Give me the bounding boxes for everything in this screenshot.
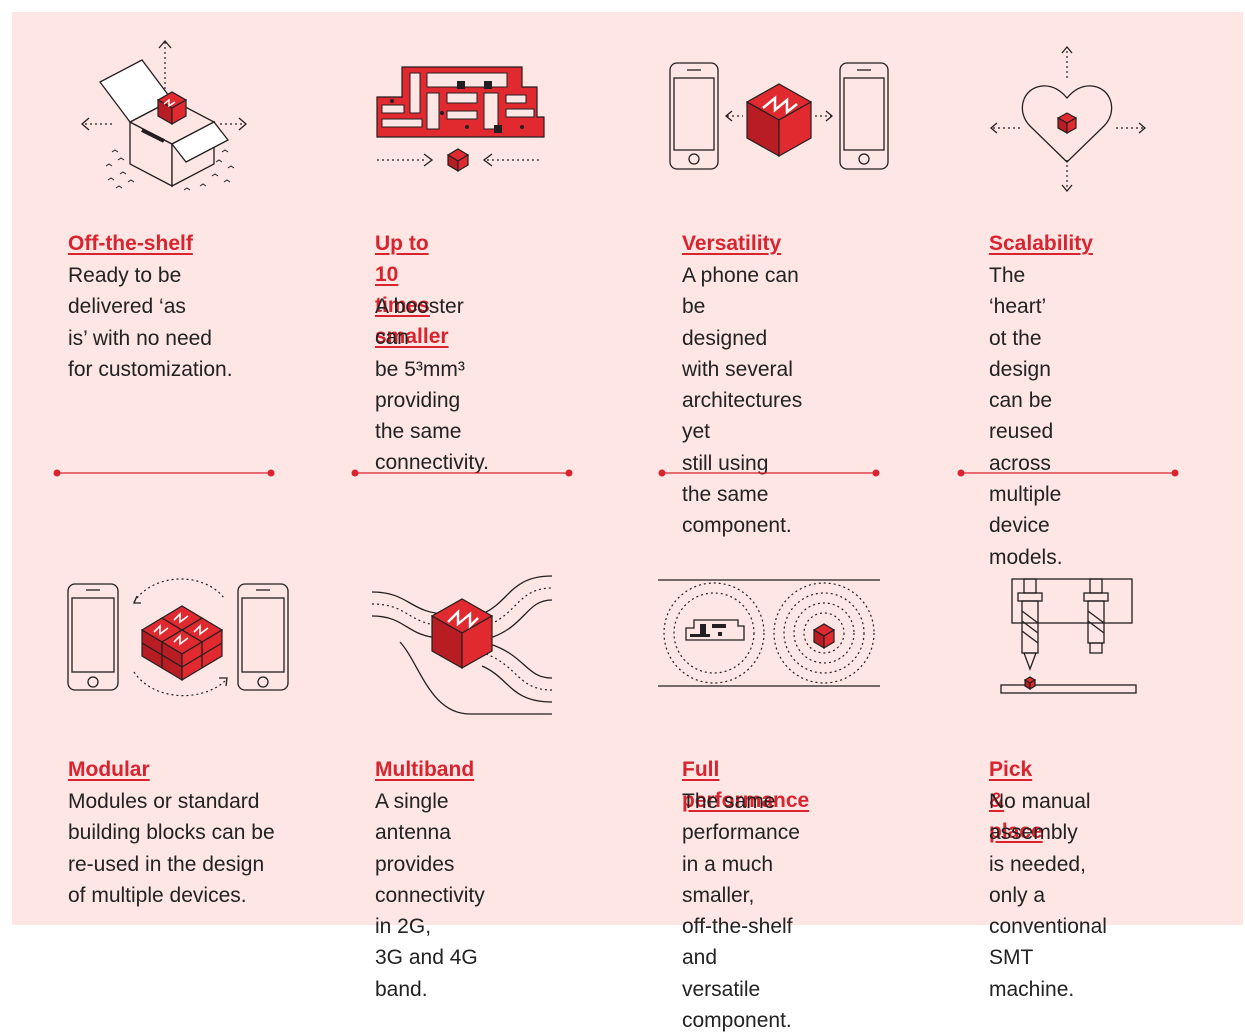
feature-description: Ready to be delivered ‘as is’ with no ne… xyxy=(68,264,233,381)
feature-description: No manual assembly is needed, only a con… xyxy=(989,790,1107,1001)
divider-line xyxy=(957,469,1179,477)
features-panel: Off-the-shelf Ready to be delivered ‘as … xyxy=(12,12,1243,1032)
circuit-board-chip-icon xyxy=(376,66,545,173)
smt-machine-icon xyxy=(1000,578,1137,694)
feature-title: Scalability xyxy=(989,232,1093,255)
divider-line xyxy=(658,469,880,477)
feature-title: Up to 10 times smaller xyxy=(375,232,449,348)
divider-line xyxy=(351,469,573,477)
feature-description: Modules or standard building blocks can … xyxy=(68,790,275,907)
multiband-cube-icon xyxy=(371,575,553,715)
feature-title: Off-the-shelf xyxy=(68,232,193,255)
open-box-chip-icon xyxy=(81,40,247,191)
feature-description: The same performance in a much smaller, … xyxy=(682,790,800,1033)
feature-title: Multiband xyxy=(375,758,475,781)
feature-description: A single antenna provides connectivity i… xyxy=(375,790,485,1001)
divider-line xyxy=(53,469,275,477)
feature-description: A phone can be designed with several arc… xyxy=(682,264,803,538)
feature-title: Pick & place xyxy=(989,758,1043,843)
feature-description: A booster can be 5³mm³ providing the sam… xyxy=(375,295,489,475)
signal-rings-icon xyxy=(658,579,880,687)
phones-chip-icon xyxy=(669,62,889,170)
feature-title: Modular xyxy=(68,758,150,781)
modular-blocks-icon xyxy=(67,578,289,697)
feature-description: The ‘heart’ ot the design can be reused … xyxy=(989,264,1063,569)
feature-title: Full performance xyxy=(682,758,810,812)
heart-chip-icon xyxy=(989,45,1147,193)
feature-title: Versatility xyxy=(682,232,782,255)
